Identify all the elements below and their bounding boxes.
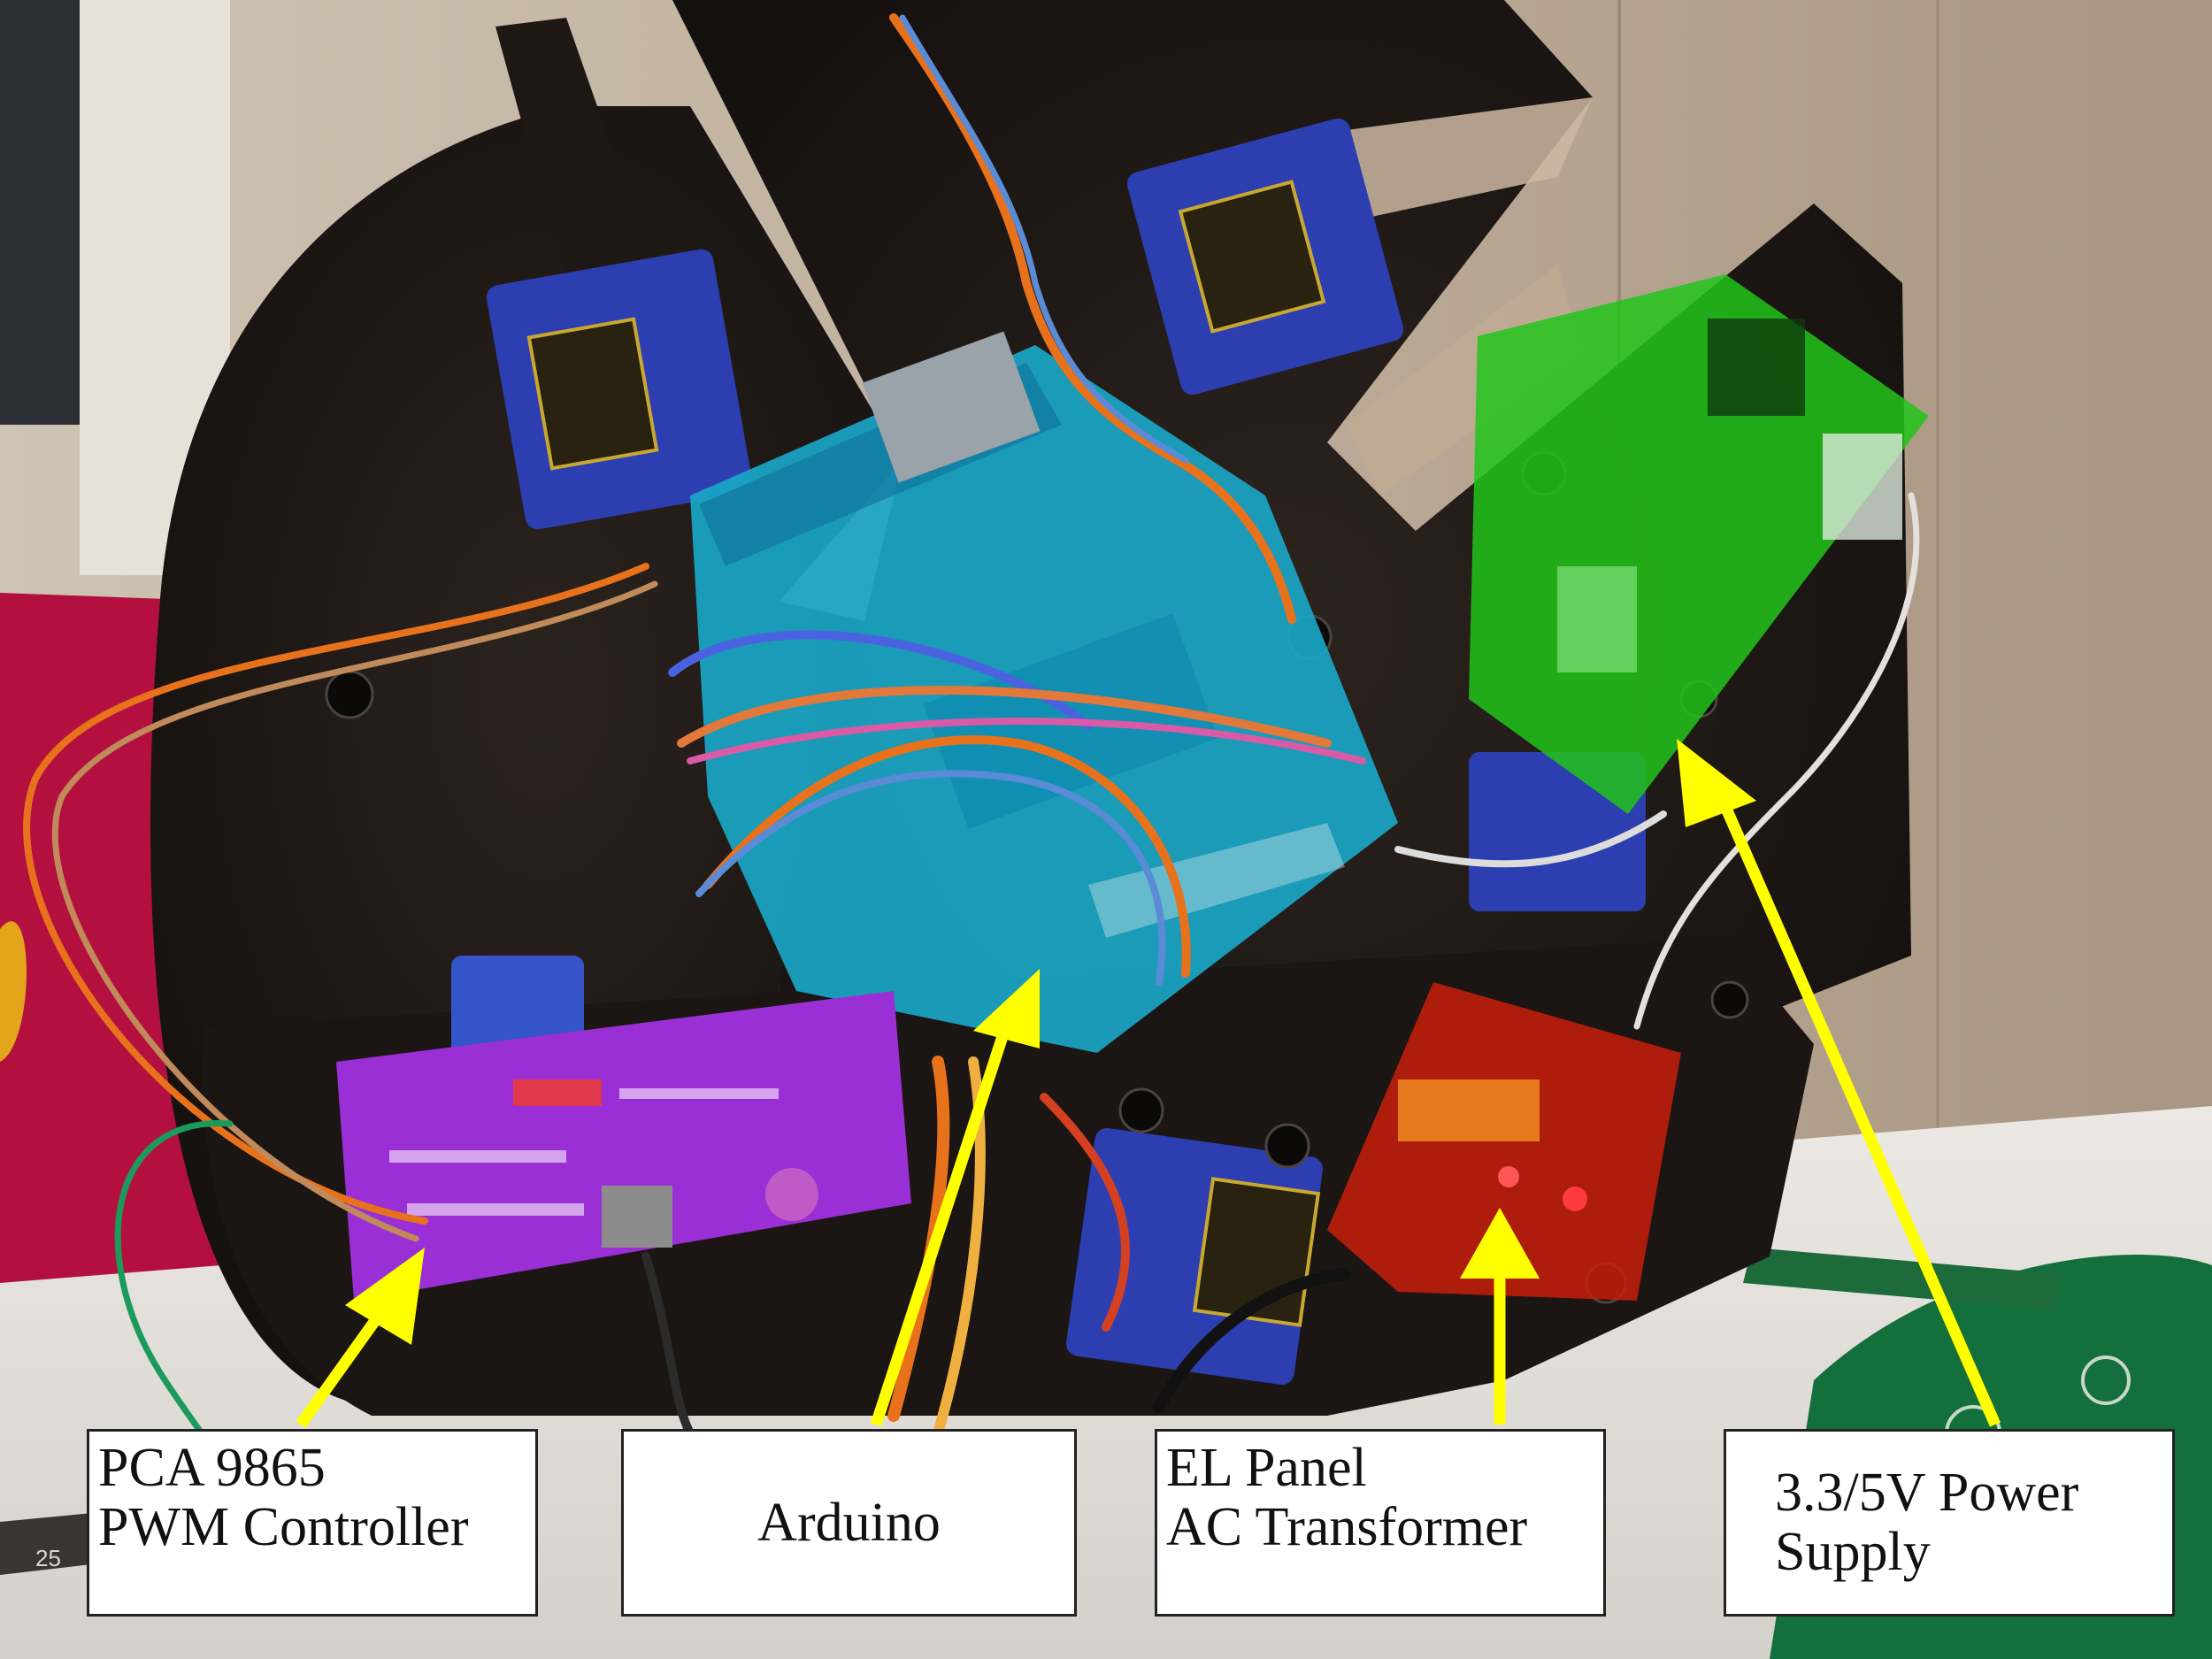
terminal-block [602,1186,672,1248]
power-supply-board [1469,274,1929,814]
label-power-line2: Supply [1775,1522,1931,1582]
pca-board [336,991,911,1301]
header-pins [513,1079,602,1106]
label-pca-controller: PCA 9865 PWM Controller [87,1429,538,1617]
label-el-transformer: EL Panel AC Transformer [1155,1429,1606,1617]
mug-logo [0,921,27,1062]
usb-port [862,331,1041,483]
label-arduino-line1: Arduino [757,1492,941,1553]
ruler-mark: 25 [35,1545,61,1571]
label-arduino: Arduino [621,1429,1077,1617]
label-pca-line2: PWM Controller [98,1496,469,1557]
left-shelf [0,0,80,425]
servo-left [486,249,753,530]
label-power-supply: 3.3/5V Power Supply [1724,1429,2175,1617]
arrow-power [1677,739,2001,1427]
wires [23,13,1920,1587]
servo-top [1126,118,1404,396]
arrow-arduino [870,969,1040,1427]
label-pca-line1: PCA 9865 [98,1438,326,1498]
arrow-pca [296,1248,425,1428]
el-transformer [1327,982,1681,1301]
green-pcb-strip [1743,1248,2062,1310]
label-el-line2: AC Transformer [1166,1496,1528,1557]
label-el-line1: EL Panel [1166,1438,1367,1498]
arrow-el [1460,1208,1540,1425]
label-power-line1: 3.3/5V Power [1775,1463,2079,1524]
